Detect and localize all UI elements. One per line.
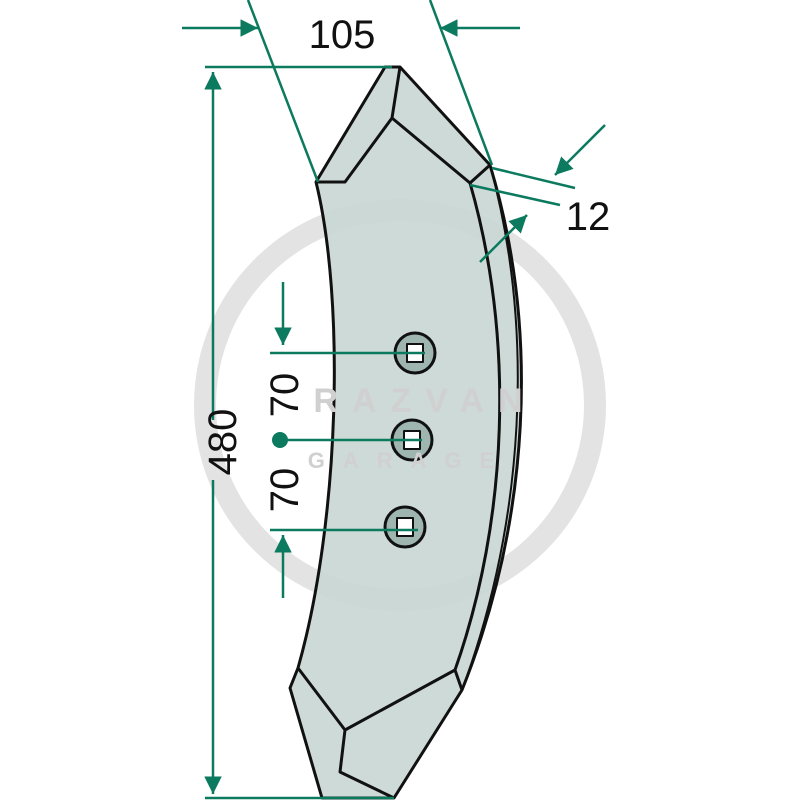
dim-hole-spacing-lower: 70 bbox=[263, 468, 307, 513]
dim-length-label: 480 bbox=[201, 409, 245, 476]
blade-part bbox=[288, 65, 523, 800]
bevel-bottom bbox=[296, 667, 456, 800]
dimension-lines bbox=[182, 0, 606, 800]
bevel-top bbox=[316, 66, 492, 185]
watermark-logo: RAZVAN GARAGE bbox=[308, 382, 536, 473]
watermark-text-2: GARAGE bbox=[308, 448, 513, 473]
watermark-text-1: RAZVAN bbox=[313, 382, 536, 420]
center-point bbox=[272, 432, 288, 448]
dim-hole-spacing-upper: 70 bbox=[263, 373, 307, 418]
dim-thickness-label: 12 bbox=[566, 195, 611, 239]
dim-width-label: 105 bbox=[309, 13, 376, 57]
bevel-right bbox=[453, 182, 502, 691]
